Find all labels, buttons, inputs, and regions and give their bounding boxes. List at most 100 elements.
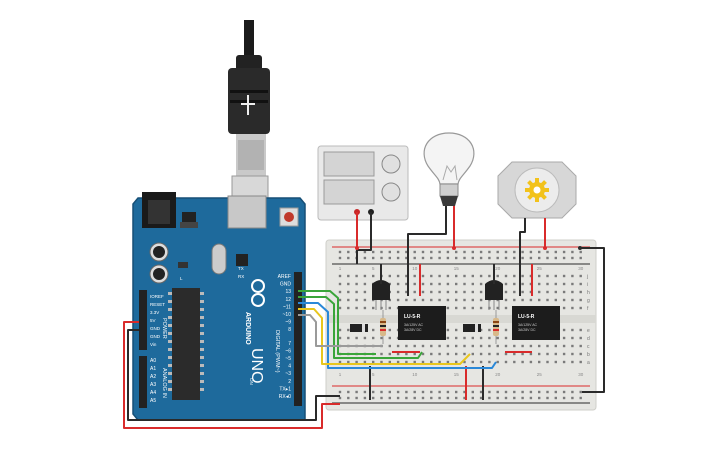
breadboard-hole[interactable] — [438, 250, 441, 254]
breadboard-hole[interactable] — [338, 298, 342, 302]
breadboard-hole[interactable] — [513, 274, 516, 278]
breadboard-hole[interactable] — [513, 396, 516, 400]
breadboard-hole[interactable] — [363, 390, 367, 394]
breadboard-hole[interactable] — [562, 274, 566, 278]
breadboard-hole[interactable] — [496, 250, 499, 254]
breadboard-hole[interactable] — [571, 306, 574, 310]
breadboard-hole[interactable] — [538, 250, 541, 254]
breadboard-hole[interactable] — [388, 256, 391, 260]
breadboard-hole[interactable] — [554, 282, 557, 286]
breadboard-hole[interactable] — [347, 290, 350, 294]
breadboard-hole[interactable] — [372, 256, 375, 260]
breadboard-hole[interactable] — [571, 282, 574, 286]
breadboard-hole[interactable] — [554, 256, 557, 260]
bench-power-supply[interactable] — [317, 145, 409, 221]
breadboard-hole[interactable] — [455, 328, 458, 332]
transistor-1[interactable] — [372, 280, 390, 310]
breadboard-hole[interactable] — [446, 274, 450, 278]
breadboard-hole[interactable] — [388, 250, 391, 254]
breadboard-hole[interactable] — [405, 352, 408, 356]
breadboard-hole[interactable] — [571, 360, 574, 364]
breadboard-hole[interactable] — [430, 256, 433, 260]
breadboard-hole[interactable] — [579, 344, 582, 348]
relay-1[interactable]: LU-5-R 3A/125V AC 3A/28V DC — [398, 306, 446, 340]
breadboard-hole[interactable] — [579, 298, 582, 302]
breadboard-hole[interactable] — [479, 344, 483, 348]
breadboard-hole[interactable] — [396, 396, 400, 400]
breadboard-hole[interactable] — [538, 390, 541, 394]
breadboard-hole[interactable] — [455, 360, 458, 364]
resistor-1[interactable] — [380, 310, 386, 344]
breadboard-hole[interactable] — [438, 344, 441, 348]
breadboard-hole[interactable] — [496, 256, 499, 260]
breadboard-hole[interactable] — [455, 298, 458, 302]
wires[interactable] — [123, 206, 605, 429]
breadboard-hole[interactable] — [538, 274, 541, 278]
breadboard-hole[interactable] — [571, 344, 574, 348]
breadboard-hole[interactable] — [338, 336, 342, 340]
breadboard-hole[interactable] — [405, 360, 408, 364]
breadboard-hole[interactable] — [347, 328, 350, 332]
breadboard-hole[interactable] — [347, 390, 350, 394]
breadboard-hole[interactable] — [504, 344, 508, 348]
breadboard-hole[interactable] — [471, 306, 474, 310]
breadboard-hole[interactable] — [363, 290, 367, 294]
breadboard-hole[interactable] — [579, 282, 582, 286]
diode-2[interactable] — [463, 324, 481, 332]
breadboard-hole[interactable] — [562, 256, 566, 260]
breadboard-hole[interactable] — [504, 250, 508, 254]
breadboard-hole[interactable] — [488, 396, 491, 400]
breadboard-hole[interactable] — [372, 250, 375, 254]
breadboard-hole[interactable] — [471, 360, 474, 364]
breadboard-hole[interactable] — [446, 306, 450, 310]
breadboard-hole[interactable] — [380, 352, 383, 356]
breadboard-hole[interactable] — [380, 360, 383, 364]
breadboard-hole[interactable] — [521, 344, 524, 348]
breadboard-hole[interactable] — [479, 360, 483, 364]
breadboard-hole[interactable] — [571, 328, 574, 332]
breadboard-hole[interactable] — [405, 298, 408, 302]
breadboard-hole[interactable] — [347, 306, 350, 310]
breadboard-hole[interactable] — [488, 274, 491, 278]
breadboard-hole[interactable] — [521, 298, 524, 302]
breadboard-hole[interactable] — [562, 250, 566, 254]
breadboard-hole[interactable] — [388, 306, 391, 310]
breadboard-hole[interactable] — [363, 282, 367, 286]
breadboard-hole[interactable] — [446, 298, 450, 302]
breadboard-hole[interactable] — [504, 396, 508, 400]
breadboard-hole[interactable] — [421, 290, 425, 294]
breadboard-hole[interactable] — [479, 306, 483, 310]
breadboard-hole[interactable] — [455, 274, 458, 278]
breadboard-hole[interactable] — [479, 396, 483, 400]
breadboard-hole[interactable] — [513, 390, 516, 394]
breadboard-hole[interactable] — [546, 256, 549, 260]
breadboard-hole[interactable] — [396, 290, 400, 294]
breadboard-hole[interactable] — [562, 328, 566, 332]
breadboard-hole[interactable] — [538, 352, 541, 356]
breadboard-hole[interactable] — [430, 396, 433, 400]
breadboard-hole[interactable] — [562, 396, 566, 400]
breadboard-hole[interactable] — [421, 282, 425, 286]
breadboard-hole[interactable] — [513, 352, 516, 356]
breadboard-hole[interactable] — [446, 328, 450, 332]
breadboard-hole[interactable] — [571, 352, 574, 356]
breadboard-hole[interactable] — [396, 352, 400, 356]
breadboard-hole[interactable] — [546, 298, 549, 302]
breadboard-hole[interactable] — [463, 390, 466, 394]
breadboard-hole[interactable] — [504, 290, 508, 294]
breadboard-hole[interactable] — [488, 352, 491, 356]
breadboard-hole[interactable] — [405, 274, 408, 278]
breadboard-hole[interactable] — [496, 274, 499, 278]
breadboard-hole[interactable] — [372, 360, 375, 364]
breadboard-hole[interactable] — [355, 396, 358, 400]
breadboard-hole[interactable] — [421, 352, 425, 356]
breadboard-hole[interactable] — [372, 396, 375, 400]
breadboard-hole[interactable] — [355, 290, 358, 294]
breadboard-hole[interactable] — [546, 396, 549, 400]
breadboard-hole[interactable] — [521, 274, 524, 278]
breadboard-hole[interactable] — [504, 306, 508, 310]
diode-1[interactable] — [350, 324, 368, 332]
breadboard-hole[interactable] — [546, 352, 549, 356]
breadboard-hole[interactable] — [463, 306, 466, 310]
